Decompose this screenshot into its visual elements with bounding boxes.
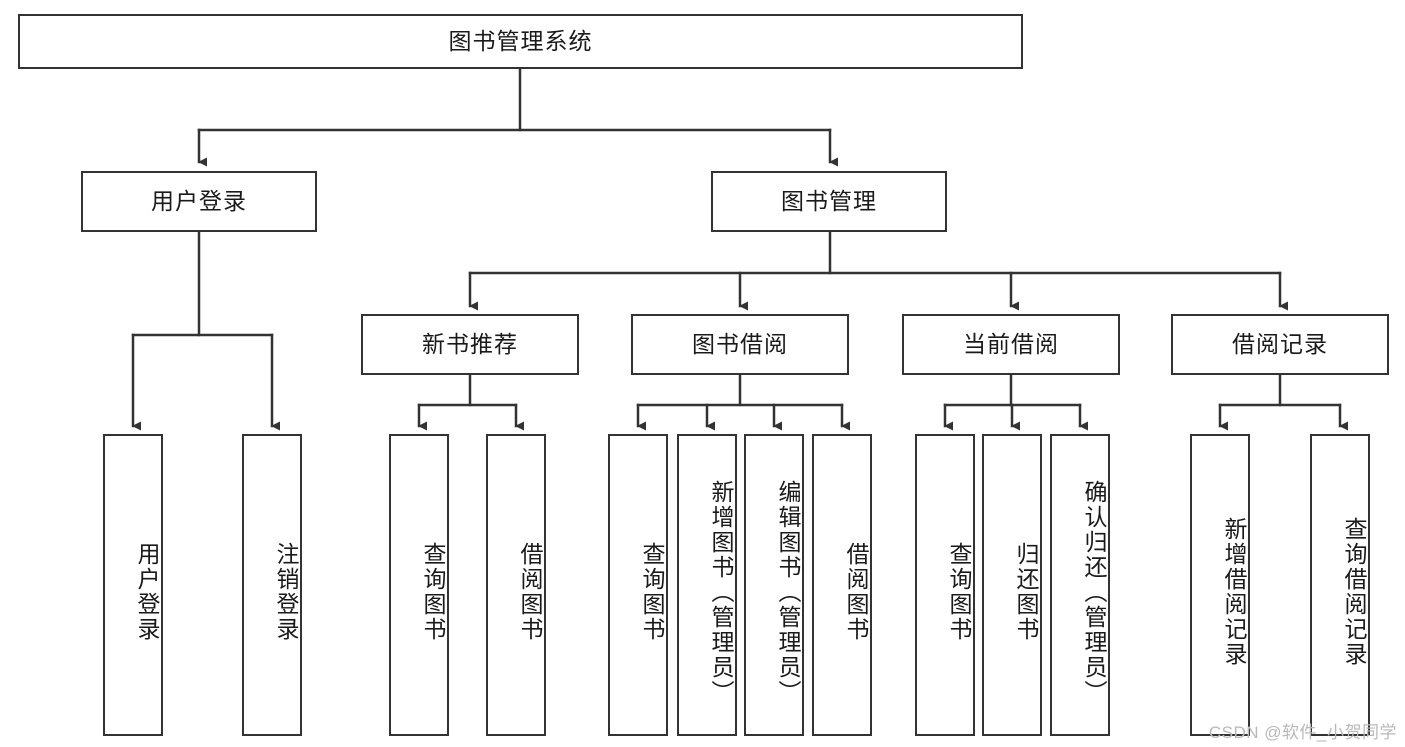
node-level3-4-借阅记录[interactable]: 借阅记录 bbox=[1171, 314, 1389, 375]
node-label: 借阅图书 bbox=[843, 542, 869, 642]
node-label: 用户登录 bbox=[134, 542, 160, 642]
node-leaf-10-归还图书[interactable]: 归还图书 bbox=[982, 434, 1042, 736]
node-level3-1-新书推荐[interactable]: 新书推荐 bbox=[361, 314, 579, 375]
node-label: 图书借阅 bbox=[692, 330, 788, 357]
node-label: 当前借阅 bbox=[963, 330, 1059, 357]
node-level2-2-图书管理[interactable]: 图书管理 bbox=[711, 171, 947, 232]
node-label: 图书管理系统 bbox=[448, 27, 593, 54]
node-leaf-5-查询图书[interactable]: 查询图书 bbox=[608, 434, 668, 736]
node-leaf-7-编辑图书管理员[interactable]: 编辑图书（管理员） bbox=[744, 434, 804, 736]
node-label: 新增图书（管理员） bbox=[708, 479, 734, 705]
node-leaf-13-查询借阅记录[interactable]: 查询借阅记录 bbox=[1310, 434, 1370, 736]
node-leaf-11-确认归还管理员[interactable]: 确认归还（管理员） bbox=[1050, 434, 1110, 736]
node-label: 查询借阅记录 bbox=[1341, 517, 1367, 667]
node-label: 查询图书 bbox=[639, 542, 665, 642]
node-leaf-3-查询图书[interactable]: 查询图书 bbox=[389, 434, 449, 736]
node-label: 借阅图书 bbox=[517, 542, 543, 642]
node-leaf-8-借阅图书[interactable]: 借阅图书 bbox=[812, 434, 872, 736]
node-label: 新书推荐 bbox=[422, 330, 518, 357]
node-leaf-2-注销登录[interactable]: 注销登录 bbox=[242, 434, 302, 736]
node-leaf-9-查询图书[interactable]: 查询图书 bbox=[915, 434, 975, 736]
node-label: 确认归还（管理员） bbox=[1081, 479, 1107, 705]
node-label: 借阅记录 bbox=[1232, 330, 1328, 357]
node-level3-3-当前借阅[interactable]: 当前借阅 bbox=[902, 314, 1120, 375]
watermark: CSDN @软件_小贺同学 bbox=[1208, 723, 1397, 742]
node-label: 查询图书 bbox=[946, 542, 972, 642]
node-label: 查询图书 bbox=[420, 542, 446, 642]
node-root-system[interactable]: 图书管理系统 bbox=[18, 14, 1023, 69]
node-label: 用户登录 bbox=[151, 187, 247, 214]
node-label: 编辑图书（管理员） bbox=[775, 479, 801, 705]
node-level3-2-图书借阅[interactable]: 图书借阅 bbox=[631, 314, 849, 375]
node-label: 注销登录 bbox=[273, 542, 299, 642]
node-leaf-1-用户登录[interactable]: 用户登录 bbox=[103, 434, 163, 736]
node-leaf-12-新增借阅记录[interactable]: 新增借阅记录 bbox=[1190, 434, 1250, 736]
node-label: 新增借阅记录 bbox=[1221, 517, 1247, 667]
node-leaf-6-新增图书管理员[interactable]: 新增图书（管理员） bbox=[677, 434, 737, 736]
node-level2-1-用户登录[interactable]: 用户登录 bbox=[81, 171, 317, 232]
node-label: 归还图书 bbox=[1013, 542, 1039, 642]
node-label: 图书管理 bbox=[781, 187, 877, 214]
node-leaf-4-借阅图书[interactable]: 借阅图书 bbox=[486, 434, 546, 736]
